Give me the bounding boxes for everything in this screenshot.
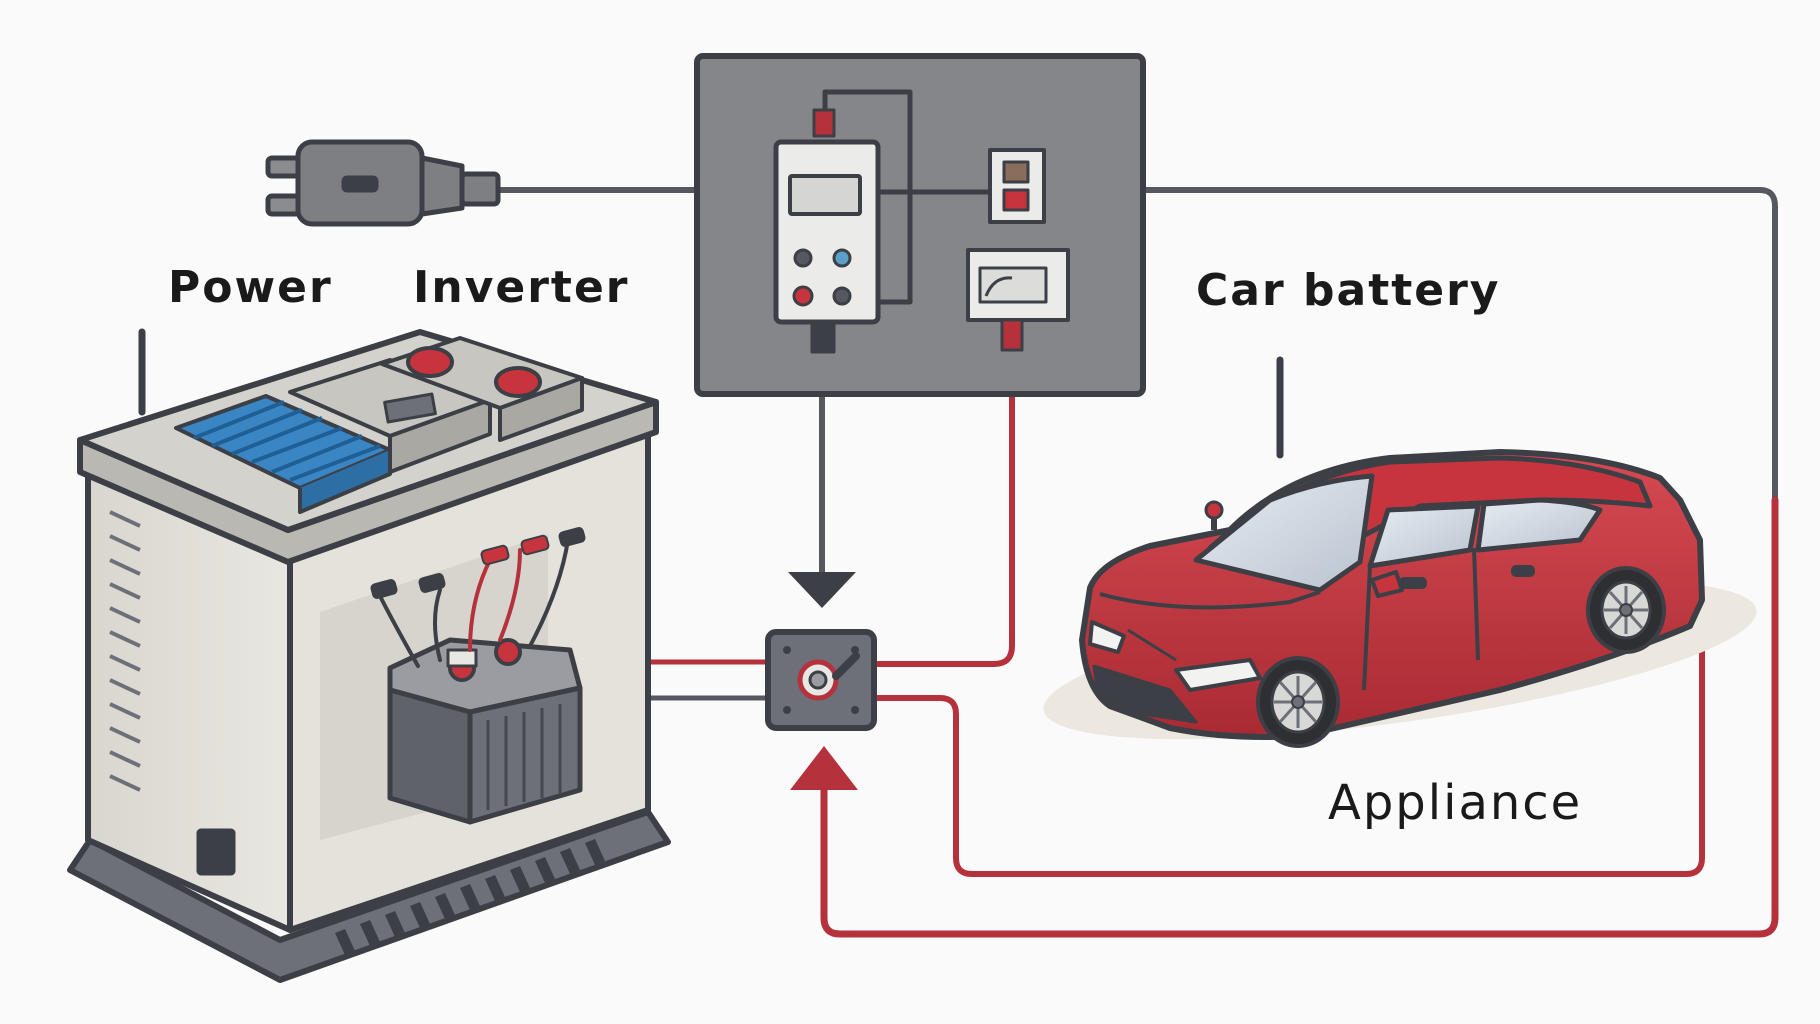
connector-block-icon [765, 629, 877, 731]
control-panel-icon [773, 139, 881, 354]
plug-icon [265, 139, 501, 227]
rear-wheel [1586, 566, 1666, 654]
control-panel [694, 53, 1146, 397]
panel-right-cable [1142, 187, 1778, 503]
label-power: Power [168, 262, 333, 313]
label-inverter: Inverter [413, 262, 630, 313]
label-appliance: Appliance [1328, 775, 1583, 831]
label-car-battery: Car battery [1196, 265, 1501, 316]
arrow-down-icon [788, 572, 856, 608]
front-wheel [1256, 656, 1340, 748]
inverter-unit-icon [67, 328, 671, 983]
switch-icon [988, 148, 1046, 224]
meter-red-cable [875, 327, 1015, 667]
car-battery-icon [370, 527, 586, 825]
car-icon [1043, 356, 1757, 748]
return-red-cable [820, 496, 1779, 938]
arrow-up-icon [790, 746, 858, 790]
meter-icon [966, 248, 1070, 352]
